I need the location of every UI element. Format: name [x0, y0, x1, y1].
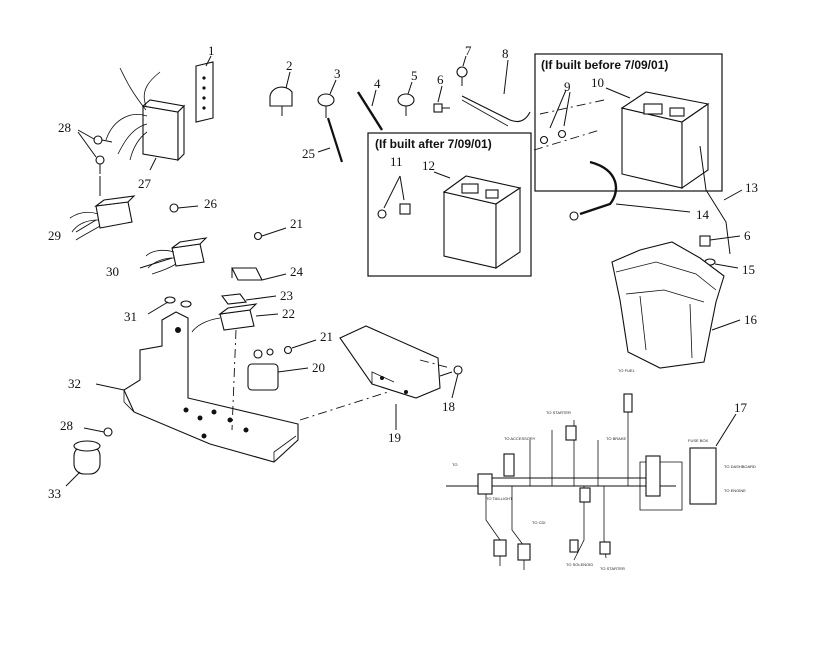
- svg-text:TO BRAKE: TO BRAKE: [606, 436, 626, 441]
- callout-28b: 28: [60, 418, 73, 433]
- callout-3: 3: [334, 66, 341, 81]
- part-19-cover: [339, 325, 441, 430]
- callout-21b: 21: [320, 329, 333, 344]
- part-6-bolt-right: [699, 235, 741, 247]
- after-box-caption: (If built after 7/09/01): [375, 137, 492, 151]
- part-26-screw: [169, 203, 199, 213]
- callout-24: 24: [290, 264, 304, 279]
- part-6-bolt-top: [433, 85, 450, 113]
- svg-text:TO ACCESSORY: TO ACCESSORY: [504, 436, 536, 441]
- svg-text:TO FUEL: TO FUEL: [618, 368, 636, 373]
- part-22-block: [191, 303, 279, 333]
- callout-27: 27: [138, 176, 152, 191]
- callout-9: 9: [564, 79, 571, 94]
- part-28-screw-lower: [83, 427, 113, 437]
- callout-14: 14: [696, 207, 710, 222]
- part-2-relay: [269, 71, 293, 116]
- callout-25: 25: [302, 146, 315, 161]
- part-16-battery-box: [611, 241, 741, 369]
- callout-32: 32: [68, 376, 81, 391]
- part-21-screw-top: [253, 227, 287, 241]
- part-21-screw-mid: [283, 339, 317, 355]
- svg-text:TO SOLENOID: TO SOLENOID: [566, 562, 593, 567]
- callout-4: 4: [374, 76, 381, 91]
- callout-15: 15: [742, 262, 755, 277]
- part-10-battery-before: [605, 87, 710, 190]
- part-3-clip: [317, 79, 337, 118]
- callout-29: 29: [48, 228, 61, 243]
- part-1-strip: [195, 55, 214, 123]
- part-9-bolts: [539, 89, 571, 145]
- callout-numbers: 1 2 3 4 5 6 7 8 9 10 11 12 13 14 15 16 1…: [48, 43, 758, 501]
- svg-text:FUSE BOX: FUSE BOX: [688, 438, 709, 443]
- svg-text:TO CDI: TO CDI: [532, 520, 545, 525]
- after-box-frame: [367, 132, 532, 277]
- callout-17: 17: [734, 400, 748, 415]
- part-31-washers: [147, 296, 192, 315]
- svg-text:TO: TO: [452, 462, 457, 467]
- part-5-clip: [397, 81, 415, 116]
- callout-8: 8: [502, 46, 509, 61]
- callout-12: 12: [422, 158, 435, 173]
- callout-13: 13: [745, 180, 758, 195]
- callout-5: 5: [411, 68, 418, 83]
- part-25-rod: [317, 117, 344, 163]
- part-28-screws: [77, 129, 113, 196]
- part-18-screw: [439, 365, 463, 399]
- svg-text:TO STARTER: TO STARTER: [600, 566, 625, 571]
- svg-text:TO DASHBOARD: TO DASHBOARD: [724, 464, 756, 469]
- callout-19: 19: [388, 430, 401, 445]
- part-12-battery-after: [433, 171, 522, 270]
- part-33-ignition-coil: [65, 440, 101, 487]
- callout-6: 6: [437, 72, 444, 87]
- part-17-wiring-harness: TO TO ACCESSORY TO STARTER TO BRAKE TO F…: [446, 368, 756, 571]
- part-11-hardware: [377, 175, 411, 219]
- part-27-module: [105, 67, 186, 171]
- callout-10: 10: [591, 75, 604, 90]
- part-8-cable: [461, 59, 531, 127]
- part-4-rod: [356, 89, 384, 131]
- callout-11: 11: [390, 154, 403, 169]
- svg-text:TO ENGINE: TO ENGINE: [724, 488, 746, 493]
- callout-33: 33: [48, 486, 61, 501]
- callout-26: 26: [204, 196, 218, 211]
- callout-2: 2: [286, 58, 293, 73]
- callout-23: 23: [280, 288, 293, 303]
- callout-1: 1: [208, 43, 215, 58]
- before-box-caption: (If built before 7/09/01): [541, 58, 669, 72]
- before-box-frame: [534, 53, 723, 192]
- callout-7: 7: [465, 43, 472, 58]
- part-23-pad: [220, 293, 277, 305]
- callout-31: 31: [124, 309, 137, 324]
- part-32-mount-plate: [95, 311, 299, 463]
- callout-21: 21: [290, 216, 303, 231]
- callout-18: 18: [442, 399, 455, 414]
- part-24-bracket: [231, 267, 287, 281]
- part-29-module: [69, 195, 136, 241]
- callout-16: 16: [744, 312, 758, 327]
- callout-28: 28: [58, 120, 71, 135]
- centerlines: [231, 99, 605, 431]
- part-30-module: [139, 237, 208, 275]
- callout-30: 30: [106, 264, 119, 279]
- part-14-cable: [569, 160, 691, 221]
- part-20-solenoid: [247, 348, 309, 391]
- part-7-terminal: [456, 55, 468, 86]
- svg-text:TO STARTER: TO STARTER: [546, 410, 571, 415]
- callout-6b: 6: [744, 228, 751, 243]
- callout-20: 20: [312, 360, 325, 375]
- svg-text:TO TAILLIGHT: TO TAILLIGHT: [486, 496, 513, 501]
- callout-22: 22: [282, 306, 295, 321]
